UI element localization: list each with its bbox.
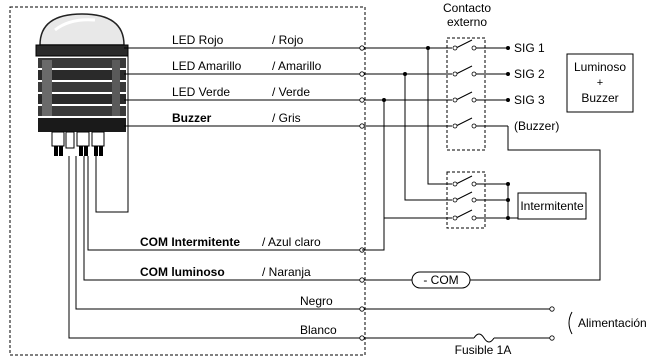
sig3-label: SIG 3	[514, 93, 545, 107]
com-pill-label: - COM	[423, 273, 458, 287]
external-contact-switches	[452, 39, 477, 129]
product-boundary	[9, 6, 366, 356]
signal-tower-icon	[35, 13, 129, 156]
fuse-icon	[473, 333, 495, 343]
light-buzzer-line-2: +	[597, 77, 603, 89]
power-label: Alimentación	[578, 316, 647, 330]
flash-contact-box	[446, 171, 486, 229]
junction-dots	[382, 46, 510, 220]
label-black: Negro	[300, 294, 333, 308]
label-color-gray: / Gris	[272, 111, 301, 125]
sig2-label: SIG 2	[514, 67, 545, 81]
label-color-lightblue: / Azul claro	[262, 235, 321, 249]
power-brace	[568, 311, 573, 335]
external-wiring	[362, 47, 601, 343]
label-white: Blanco	[300, 323, 337, 337]
label-led-red: LED Rojo	[172, 33, 224, 47]
label-color-green: / Verde	[272, 85, 310, 99]
flash-box-label: Intermitente	[520, 199, 584, 213]
light-buzzer-line-1: Luminoso	[574, 60, 626, 74]
label-com-light: COM luminoso	[140, 265, 225, 279]
com-pill	[411, 271, 471, 289]
boundary-terminals	[359, 45, 555, 341]
label-led-amber: LED Amarillo	[172, 59, 242, 73]
label-color-orange: / Naranja	[262, 265, 311, 279]
external-contact-box	[446, 37, 486, 151]
flash-contact-switches	[452, 175, 477, 221]
lamp-wires	[68, 47, 362, 339]
external-contact-title-2: externo	[447, 15, 487, 29]
label-led-green: LED Verde	[172, 85, 230, 99]
label-color-red: / Rojo	[272, 33, 304, 47]
flash-box	[517, 192, 587, 220]
light-buzzer-line-3: Buzzer	[581, 91, 618, 105]
light-buzzer-box	[566, 53, 634, 113]
sig-buzzer-label: (Buzzer)	[514, 119, 559, 133]
label-com-flash: COM Intermitente	[140, 235, 240, 249]
external-contact-title-1: Contacto	[443, 1, 491, 15]
label-color-amber: / Amarillo	[272, 59, 322, 73]
label-buzzer: Buzzer	[172, 111, 212, 125]
sig1-label: SIG 1	[514, 41, 545, 55]
fuse-label: Fusible 1A	[455, 343, 512, 357]
